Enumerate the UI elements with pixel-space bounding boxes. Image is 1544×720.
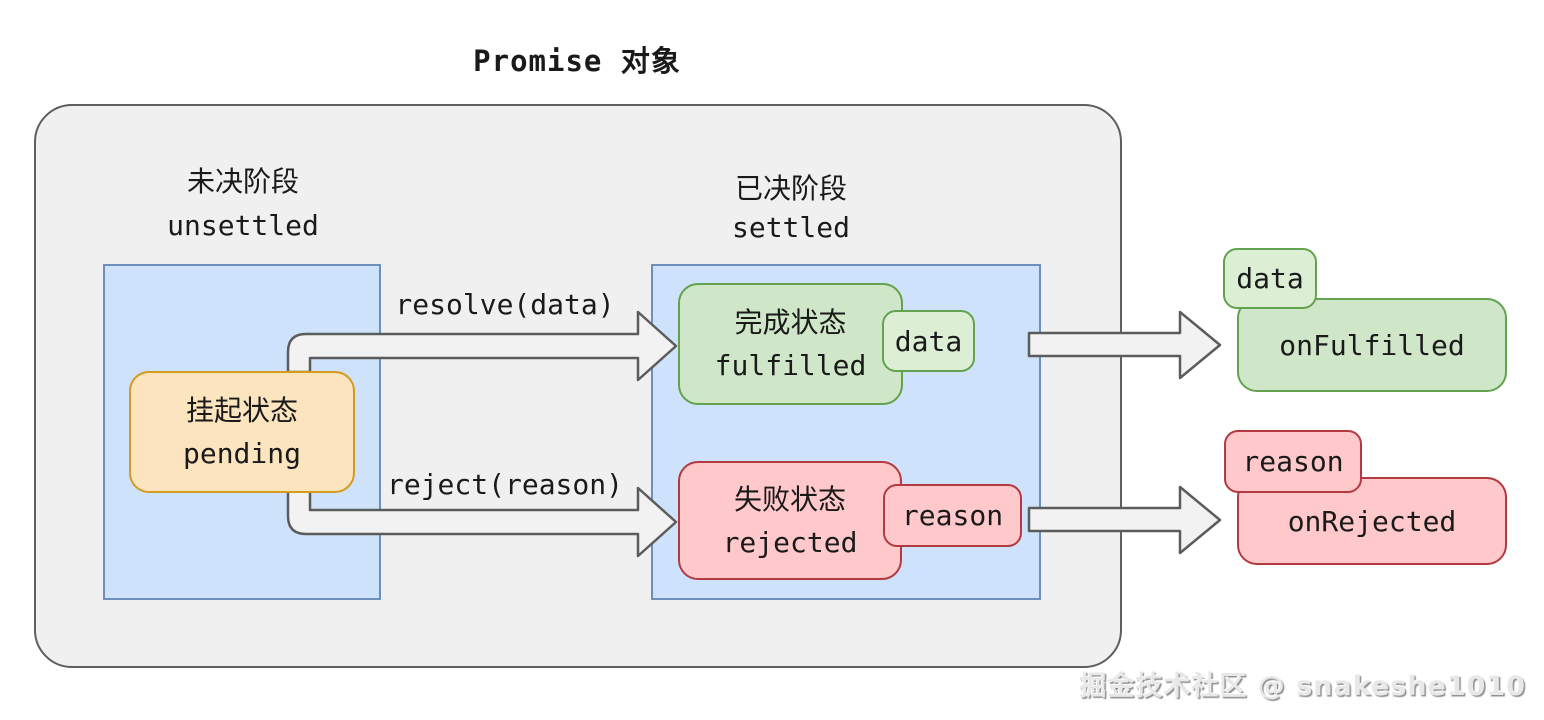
onrejected-callback-box: onRejected [1237, 477, 1507, 565]
resolve-transition-label: resolve(data) [395, 288, 615, 321]
settled-phase-label-zh: 已决阶段 [734, 172, 847, 205]
fulfilled-label-zh: 完成状态 [734, 306, 847, 339]
diagram-title: Promise 对象 [473, 44, 681, 78]
fulfilled-state-box: 完成状态 fulfilled [678, 283, 903, 405]
unsettled-phase-label-zh: 未决阶段 [186, 165, 299, 198]
rejected-label-en: rejected [722, 525, 858, 559]
onfulfilled-callback-box: onFulfilled [1237, 298, 1507, 392]
settled-phase-label-en: settled [731, 211, 850, 244]
pending-state-box: 挂起状态 pending [129, 371, 355, 493]
fulfilled-data-tag: data [882, 310, 975, 372]
watermark-text: 掘金技术社区 @ snakeshe1010 [1079, 671, 1526, 702]
pending-label-en: pending [182, 437, 301, 470]
pending-label-zh: 挂起状态 [185, 394, 298, 427]
rejected-label-zh: 失败状态 [733, 482, 846, 516]
onrejected-reason-tag: reason [1224, 430, 1362, 493]
rejected-reason-tag: reason [883, 484, 1022, 547]
rejected-state-box: 失败状态 rejected [678, 461, 902, 580]
onfulfilled-data-tag: data [1223, 248, 1317, 309]
fulfilled-label-en: fulfilled [714, 349, 867, 382]
unsettled-phase-label-en: unsettled [167, 209, 319, 242]
reject-transition-label: reject(reason) [386, 468, 623, 501]
